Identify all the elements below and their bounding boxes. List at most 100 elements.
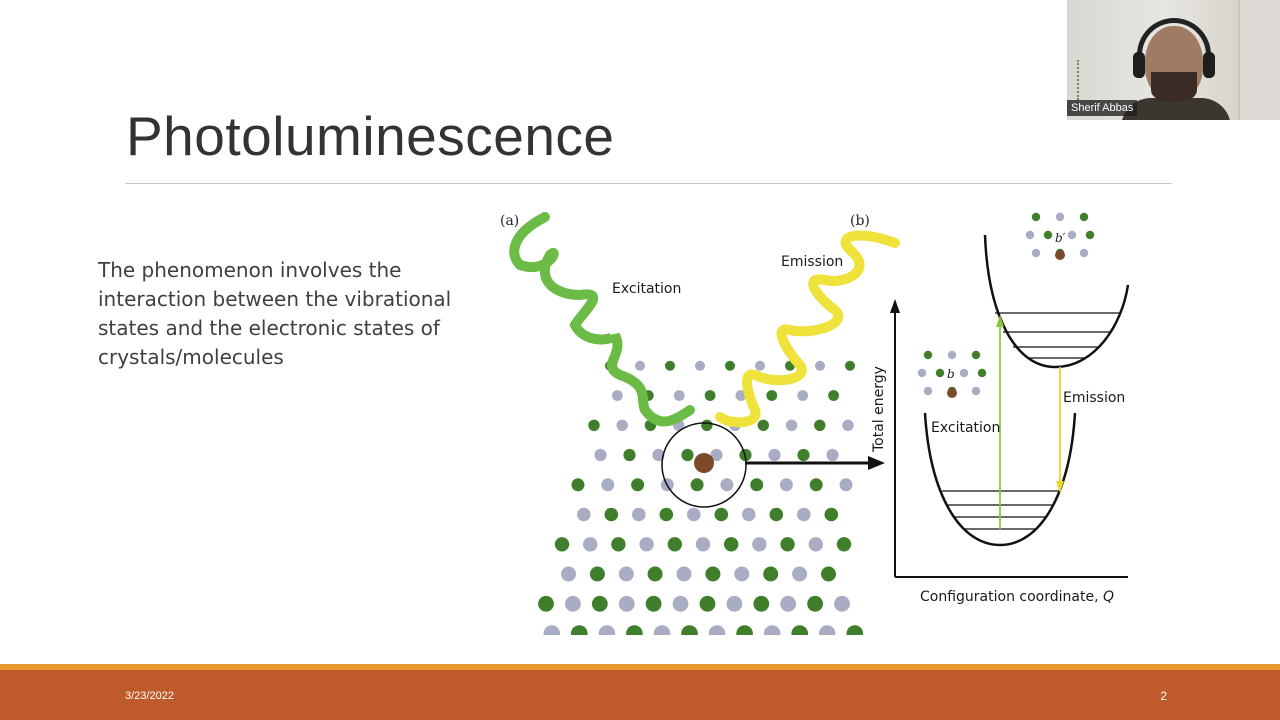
inset-atom <box>1067 230 1077 240</box>
participant-shirt <box>1121 98 1231 120</box>
lattice-atom-green <box>736 625 753 635</box>
lattice-atom-grey <box>726 595 743 612</box>
inset-atom <box>1055 212 1065 222</box>
lattice-atom-green <box>690 478 704 492</box>
lattice-atom-grey <box>695 360 705 371</box>
lattice-atom-green <box>591 595 608 612</box>
lattice-atom-grey <box>826 448 839 462</box>
lattice-atom-grey <box>618 595 635 612</box>
lattice-atom-grey <box>763 625 781 635</box>
lattice-atom-grey <box>543 625 561 635</box>
lattice-atom-grey <box>632 507 646 522</box>
excitation-transition-head <box>996 315 1004 327</box>
lattice-atom-grey <box>839 478 853 492</box>
lattice-atom-green <box>828 390 839 401</box>
lattice-atom-grey <box>598 625 616 635</box>
lattice-atom-grey <box>583 537 598 552</box>
photoluminescence-figure: (a) (b) Excitation Emission Total energy… <box>490 195 1140 635</box>
lattice-atom-grey <box>594 448 607 462</box>
lattice-atom-green <box>845 360 855 371</box>
inset-atom <box>1079 248 1089 258</box>
inset-atom <box>1085 230 1095 240</box>
inset-atom <box>1031 248 1041 258</box>
lattice-atom-green <box>623 448 636 462</box>
emission-wave-label: Emission <box>781 254 844 270</box>
lattice-atom-grey <box>635 360 645 371</box>
lattice-atom-green <box>604 507 619 522</box>
lattice-atom-green <box>724 537 739 552</box>
lattice-atom-green <box>554 537 570 552</box>
lattice-atom-green <box>647 566 663 582</box>
defect-label-lower: b <box>947 367 955 381</box>
inset-atom <box>1043 230 1053 240</box>
headphone-ear-left <box>1133 52 1145 78</box>
lattice-atom-grey <box>797 390 809 401</box>
emission-transition-label: Emission <box>1063 390 1126 406</box>
slide-footer: 3/23/2022 2 <box>0 670 1280 720</box>
slide-body-text: The phenomenon involves the interaction … <box>98 258 452 369</box>
pointer-arrowhead <box>868 456 885 470</box>
slide-date: 3/23/2022 <box>125 690 174 702</box>
lattice-atom-green <box>753 595 770 612</box>
title-divider <box>125 183 1172 184</box>
background-door <box>1238 0 1280 120</box>
excitation-wave-label: Excitation <box>612 281 682 297</box>
lattice-atom-green <box>588 419 600 431</box>
lattice-atom-green <box>836 537 852 552</box>
lattice-atom-grey <box>616 419 628 431</box>
x-axis-label-text: Configuration coordinate, <box>920 589 1103 605</box>
lattice-atom-green <box>780 537 795 552</box>
lattice-atom-grey <box>673 390 685 401</box>
excitation-transition-label: Excitation <box>931 420 1001 436</box>
lattice-atom-green <box>631 478 645 492</box>
lattice-atom-green <box>681 448 694 462</box>
lattice-atom-green <box>846 625 864 635</box>
emission-transition-head <box>1056 481 1064 493</box>
crystal-lattice <box>538 360 864 635</box>
lattice-atom-green <box>750 478 764 492</box>
lattice-atom-green <box>797 448 810 462</box>
lattice-atom-green <box>725 360 735 371</box>
lattice-atom-grey <box>808 537 823 552</box>
lattice-atom-green <box>809 478 823 492</box>
lattice-atom-green <box>701 419 713 431</box>
lattice-atom-grey <box>672 595 689 612</box>
lattice-atom-grey <box>815 360 825 371</box>
inset-atom <box>923 386 933 396</box>
emission-wave <box>715 230 900 428</box>
y-axis-arrowhead <box>890 299 900 313</box>
figure-graphics <box>509 212 1130 635</box>
slide-page-number: 2 <box>1160 689 1167 703</box>
panel-a-label: (a) <box>500 213 520 229</box>
lattice-atom-grey <box>561 566 576 582</box>
lattice-atom-green <box>665 360 675 371</box>
inset-defect-atom <box>1055 250 1065 260</box>
lattice-atom-green <box>571 625 588 635</box>
lattice-atom-grey <box>779 478 793 492</box>
lattice-atom-grey <box>818 625 836 635</box>
lattice-atom-green <box>769 507 784 522</box>
inset-atom <box>923 350 933 360</box>
inset-atom <box>1079 212 1089 222</box>
inset-atom <box>971 350 981 360</box>
lattice-atom-green <box>571 478 585 492</box>
x-axis-label: Configuration coordinate, Q <box>920 589 1114 605</box>
lattice-atom-green <box>659 507 674 522</box>
lattice-atom-grey <box>734 566 750 582</box>
lattice-atom-grey <box>601 478 615 492</box>
lattice-atom-grey <box>742 507 756 522</box>
lattice-atom-green <box>714 507 729 522</box>
lattice-atom-green <box>681 625 698 635</box>
lattice-atom-grey <box>797 507 811 522</box>
inset-atom <box>917 368 927 378</box>
lattice-atom-grey <box>653 625 671 635</box>
lattice-atom-grey <box>708 625 726 635</box>
lattice-atom-green <box>626 625 643 635</box>
lattice-atom-grey <box>565 595 581 612</box>
defect-label-upper: b′ <box>1055 231 1066 245</box>
participant-video-tile[interactable]: Sherif Abbas <box>1067 0 1280 120</box>
lattice-atom-green <box>704 390 716 401</box>
lattice-atom-grey <box>792 566 808 582</box>
lattice-atom-green <box>611 537 626 552</box>
lattice-atom-green <box>791 625 808 635</box>
